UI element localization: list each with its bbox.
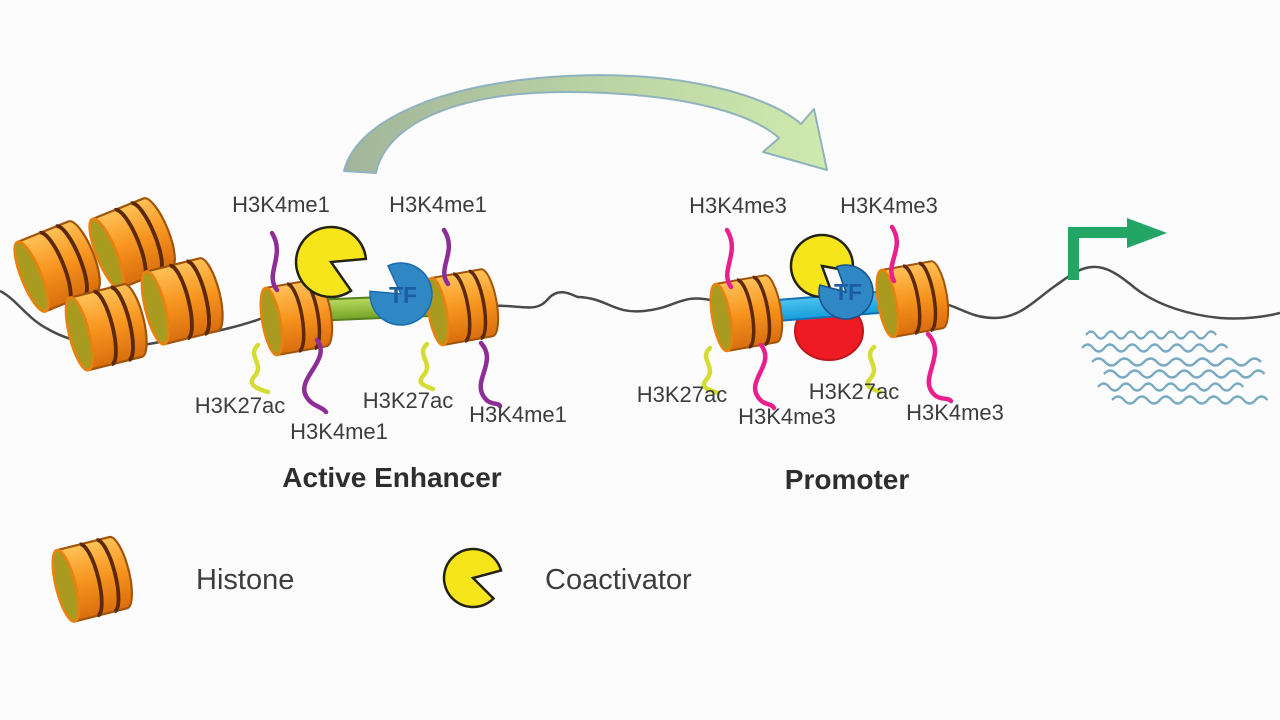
transcription-factor-icon: [818, 264, 874, 320]
histone-mark-label: H3K4me3: [689, 193, 787, 218]
active-enhancer-title: Active Enhancer: [282, 462, 502, 493]
histone-mark-label: H3K27ac: [809, 379, 900, 404]
legend-coactivator-label: Coactivator: [545, 564, 692, 596]
legend-histone-label: Histone: [196, 564, 294, 596]
histone-mark-label: H3K4me3: [738, 404, 836, 429]
tf-label: TF: [389, 282, 417, 308]
promoter-title: Promoter: [785, 464, 910, 495]
active-enhancer-complex: TF: [249, 225, 505, 415]
histone-icon: [420, 265, 505, 349]
coactivator-icon: [442, 547, 503, 609]
h3k4me3-tails: [724, 224, 954, 411]
histone-tail: [701, 345, 721, 396]
histone-tail: [753, 342, 777, 411]
histone-mark-label: H3K4me1: [469, 402, 567, 427]
histone-icon: [870, 257, 955, 341]
histone-mark-label: H3K4me1: [290, 419, 388, 444]
coactivator-icon: [789, 233, 855, 299]
chromatin-loop-arrow-icon: [343, 74, 828, 174]
tf-label: TF: [834, 279, 862, 305]
histone-tail: [478, 340, 503, 409]
h3k27ac-tails: [701, 344, 883, 396]
histone-mark-label: H3K4me1: [232, 192, 330, 217]
histone-tail: [889, 224, 899, 284]
histone-tail: [249, 342, 271, 395]
h3k4me1-tails: [269, 227, 503, 415]
coactivator-icon: [294, 225, 368, 299]
histone-tail: [302, 337, 329, 415]
h3k27ac-tails: [249, 341, 436, 395]
histone-mark-label: H3K27ac: [195, 393, 286, 418]
histone-tail: [418, 341, 436, 392]
promoter-complex: TF: [701, 224, 955, 411]
transcription-start-arrow-icon: [1068, 218, 1167, 280]
transcription-factor-icon: [369, 262, 433, 326]
histone-icon: [704, 271, 789, 355]
histone-mark-label: H3K27ac: [637, 382, 728, 407]
histone-tail: [441, 227, 452, 287]
histone-tail: [724, 227, 735, 290]
histone-mark-label: H3K4me1: [389, 192, 487, 217]
histone-mark-label: H3K27ac: [363, 388, 454, 413]
legend: Histone Coactivator: [45, 532, 692, 626]
histone-tail: [865, 344, 883, 395]
histone-tail: [925, 331, 954, 404]
histone-mark-label: H3K4me3: [840, 193, 938, 218]
histone-tail: [269, 230, 280, 293]
histone-mark-label: H3K4me3: [906, 400, 1004, 425]
